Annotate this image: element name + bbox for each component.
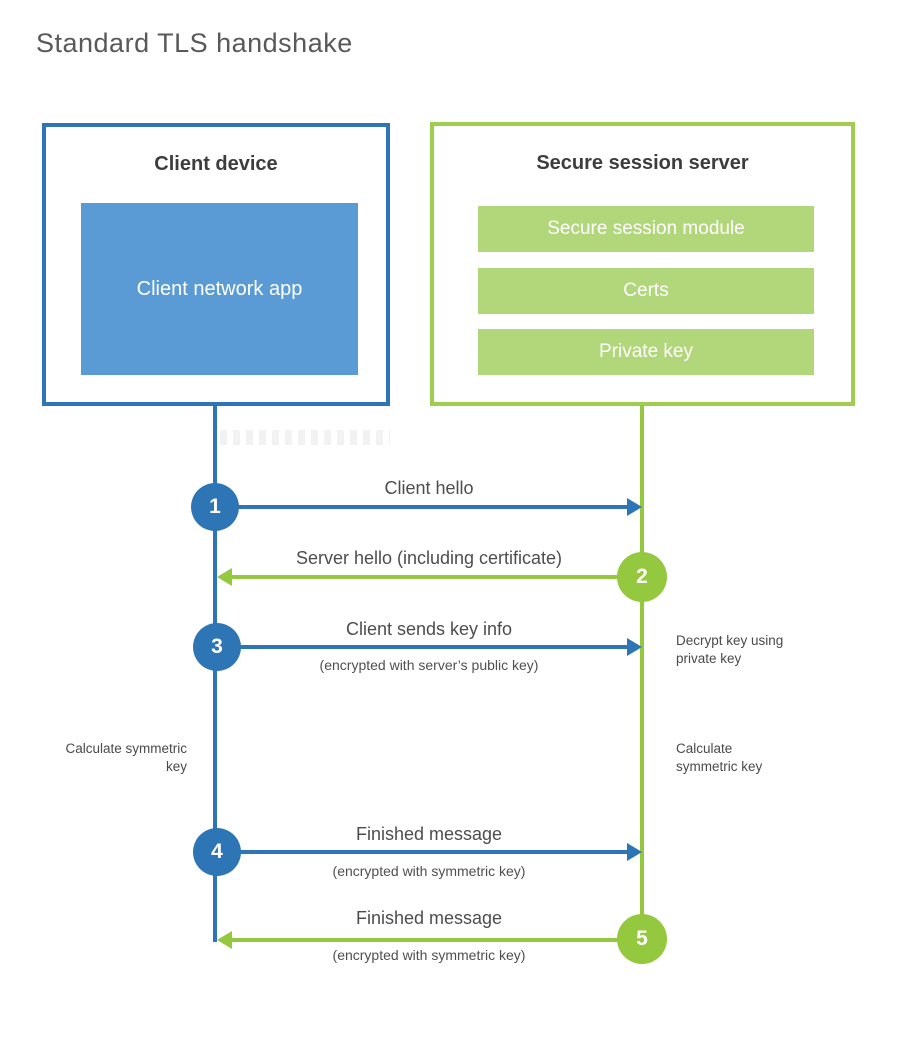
step2-circle: 2 bbox=[617, 552, 667, 602]
step5-circle: 5 bbox=[617, 914, 667, 964]
decrypt-key-note: Decrypt key using private key bbox=[676, 633, 784, 666]
step4-label: Finished message bbox=[355, 824, 503, 844]
step1-circle: 1 bbox=[191, 483, 239, 531]
step5-sublabel: (encrypted with symmetric key) bbox=[332, 947, 526, 963]
server-module-private-key: Private key bbox=[478, 329, 814, 375]
client-lifeline bbox=[213, 405, 217, 942]
step5-arrowhead-left-icon bbox=[217, 931, 232, 949]
server-lifeline bbox=[640, 405, 644, 942]
step5-label: Finished message bbox=[355, 908, 503, 928]
secure-session-server-box: Secure session server Secure session mod… bbox=[430, 122, 855, 406]
step2-label: Server hello (including certificate) bbox=[295, 548, 563, 568]
step3-circle: 3 bbox=[193, 623, 241, 671]
step3-sublabel: (encrypted with server’s public key) bbox=[319, 657, 539, 673]
client-network-app-block: Client network app bbox=[81, 203, 358, 375]
page-title: Standard TLS handshake bbox=[36, 28, 353, 58]
step2-arrowhead-left-icon bbox=[217, 568, 232, 586]
client-device-box: Client device Client network app bbox=[42, 123, 390, 406]
calculate-symmetric-key-left-note: Calculate symmetric key bbox=[65, 741, 187, 774]
step1-arrow-line bbox=[215, 505, 629, 509]
step4-arrow-line bbox=[217, 850, 629, 854]
step2-arrow-line bbox=[232, 575, 642, 579]
client-device-title: Client device bbox=[154, 153, 278, 175]
server-module-secure-session: Secure session module bbox=[478, 206, 814, 252]
step5-arrow-line bbox=[232, 938, 642, 942]
secure-session-server-title: Secure session server bbox=[536, 152, 749, 174]
step1-label: Client hello bbox=[384, 478, 474, 498]
calculate-symmetric-key-right-note: Calculate symmetric key bbox=[676, 741, 763, 774]
step4-circle: 4 bbox=[193, 828, 241, 876]
step1-arrowhead-right-icon bbox=[627, 498, 642, 516]
server-module-certs: Certs bbox=[478, 268, 814, 314]
step4-sublabel: (encrypted with symmetric key) bbox=[332, 863, 526, 879]
step3-label: Client sends key info bbox=[345, 619, 513, 639]
faint-dashed-line bbox=[220, 430, 390, 445]
step4-arrowhead-right-icon bbox=[627, 843, 642, 861]
step3-arrow-line bbox=[217, 645, 629, 649]
step3-arrowhead-right-icon bbox=[627, 638, 642, 656]
